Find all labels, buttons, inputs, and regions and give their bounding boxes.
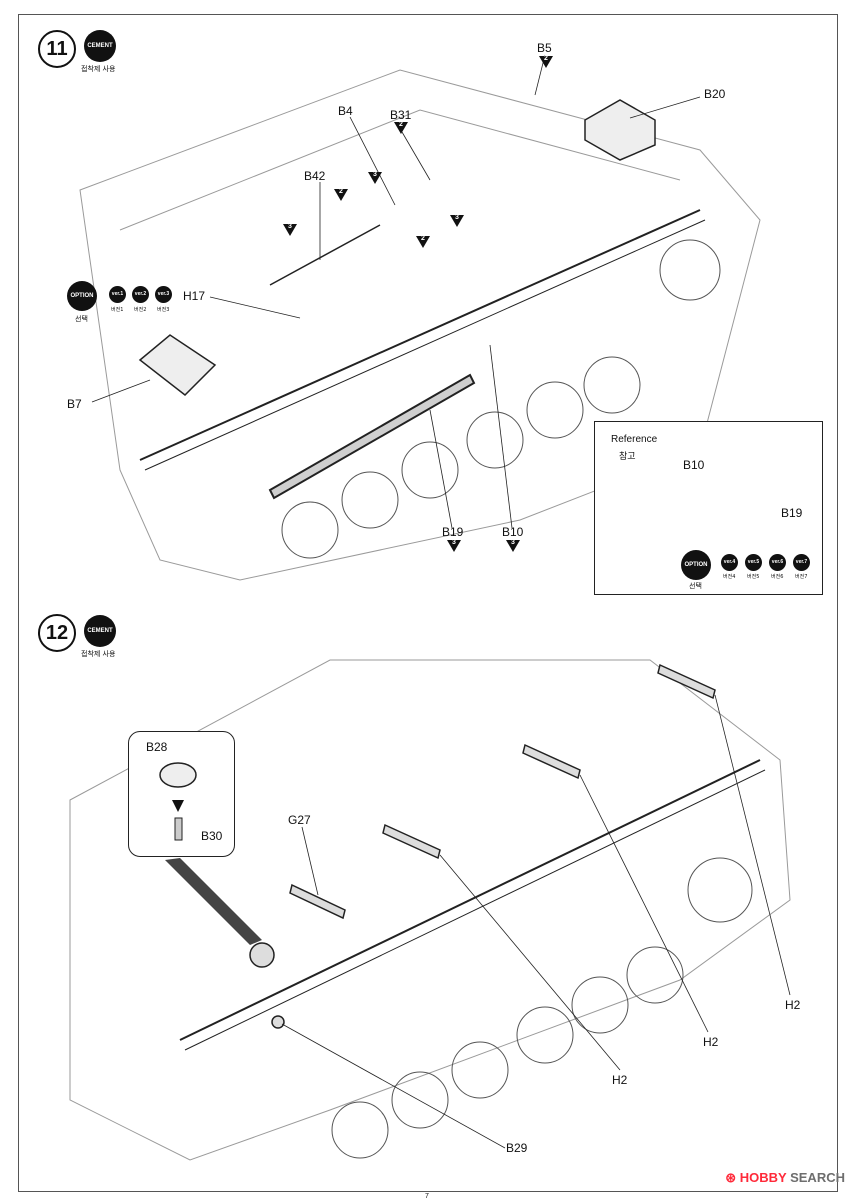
version-badge: ver.3 — [155, 286, 172, 303]
seq-marker-number: 2 — [421, 235, 425, 242]
part-label-b19: B19 — [442, 525, 464, 539]
seq-marker-icon — [394, 122, 408, 134]
part-label-b28: B28 — [146, 740, 168, 754]
version-caption: 버전1 — [111, 307, 124, 313]
page-number: 7 — [425, 1193, 429, 1200]
reference-title-kr: 참고 — [619, 452, 636, 462]
part-label-h2-left: H2 — [612, 1073, 628, 1087]
step12-fender — [179, 759, 761, 1041]
version-caption: 버전5 — [747, 574, 760, 580]
part-label-b42: B42 — [304, 169, 326, 183]
seq-marker-number: 3 — [455, 214, 459, 221]
reference-option-icon: OPTION — [681, 550, 711, 580]
part-label-b5: B5 — [537, 41, 552, 55]
reference-panel: Reference 참고 B10 B19 OPTION 선택 ver.4 버전4… — [594, 421, 823, 595]
step-11-number: 11 — [38, 30, 76, 68]
part-label-b10: B10 — [502, 525, 524, 539]
version-badge: ver.2 — [132, 286, 149, 303]
part-B29-ring — [271, 1015, 285, 1029]
watermark-logo-icon: ⊛ — [725, 1170, 737, 1185]
part-label-h2-right: H2 — [785, 998, 801, 1012]
part-label-b29: B29 — [506, 1141, 528, 1155]
watermark-brand: HOBBY — [739, 1170, 787, 1185]
seq-marker-icon — [450, 215, 464, 227]
part-label-b31: B31 — [390, 108, 412, 122]
step11-fender — [139, 209, 701, 461]
part-label-h17: H17 — [183, 289, 206, 303]
part-label-g27: G27 — [288, 813, 311, 827]
watermark: ⊛ HOBBY SEARCH — [725, 1170, 845, 1186]
cement-caption: 접착제 사용 — [81, 65, 116, 73]
part-B28-cap — [249, 942, 275, 968]
reference-option-caption: 선택 — [689, 582, 702, 590]
step11-hull-upper — [119, 109, 681, 231]
option-icon: OPTION — [67, 281, 97, 311]
part-label-b7: B7 — [67, 397, 82, 411]
seq-marker-icon — [334, 189, 348, 201]
seq-marker-number: 3 — [373, 171, 377, 178]
part-B42-rod — [269, 224, 381, 286]
seq-marker-number: 2 — [544, 55, 548, 62]
part-label-b20: B20 — [704, 87, 726, 101]
cement-icon: CEMENT — [84, 30, 116, 62]
part-G27-handle — [289, 883, 346, 920]
version-caption: 버전4 — [723, 574, 736, 580]
part-B7-plate — [138, 334, 217, 396]
step-12-number: 12 — [38, 614, 76, 652]
seq-marker-icon — [539, 56, 553, 68]
version-badge: ver.1 — [109, 286, 126, 303]
cement-caption: 접착제 사용 — [81, 650, 116, 658]
seq-marker-icon — [416, 236, 430, 248]
seq-marker-icon — [368, 172, 382, 184]
version-caption: 버전3 — [157, 307, 170, 313]
cement-icon: CEMENT — [84, 615, 116, 647]
seq-marker-number: 3 — [288, 223, 292, 230]
version-badge: ver.6 — [769, 554, 786, 571]
version-caption: 버전7 — [795, 574, 808, 580]
version-caption: 버전6 — [771, 574, 784, 580]
part-H2-handle-3 — [657, 663, 716, 700]
version-badge: ver.7 — [793, 554, 810, 571]
option-caption: 선택 — [75, 315, 88, 323]
step12-hull-outline — [69, 659, 791, 1161]
seq-marker-icon — [283, 224, 297, 236]
part-B19-rail — [268, 373, 476, 500]
seq-marker-number: 3 — [511, 539, 515, 546]
version-caption: 버전2 — [134, 307, 147, 313]
seq-marker-icon — [447, 540, 461, 552]
callout-wedge — [165, 858, 262, 945]
watermark-suffix: SEARCH — [790, 1170, 845, 1185]
part-label-h2-middle: H2 — [703, 1035, 719, 1049]
reference-title: Reference — [611, 434, 658, 445]
part-H2-handle-1 — [382, 823, 441, 860]
part-label-b30: B30 — [201, 829, 223, 843]
seq-marker-number: 2 — [339, 188, 343, 195]
detail-callout-panel: B28 B30 — [128, 731, 235, 857]
part-B20-box — [584, 99, 656, 161]
instruction-sheet — [18, 14, 838, 1192]
version-badge: ver.5 — [745, 554, 762, 571]
seq-marker-number: 2 — [399, 121, 403, 128]
seq-marker-icon — [506, 540, 520, 552]
reference-label-b19: B19 — [781, 506, 803, 520]
part-H2-handle-2 — [522, 743, 581, 780]
part-label-b4: B4 — [338, 104, 353, 118]
version-badge: ver.4 — [721, 554, 738, 571]
reference-label-b10: B10 — [683, 458, 705, 472]
seq-marker-number: 3 — [452, 539, 456, 546]
